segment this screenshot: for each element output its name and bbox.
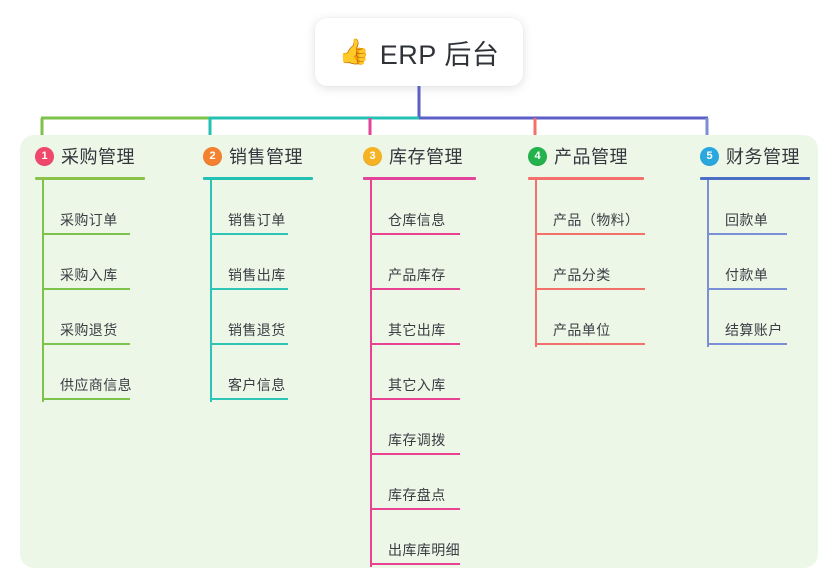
tree-item[interactable]: 产品分类 [535,256,645,290]
tree-item-rule [707,288,787,290]
tree-item[interactable]: 回款单 [707,201,787,235]
root-node-title: ERP 后台 [379,39,500,70]
column-header-3[interactable]: 3 库存管理 [363,143,463,169]
column-title-5: 财务管理 [726,147,800,167]
tree-item[interactable]: 采购入库 [42,256,130,290]
tree-item-label: 销售退货 [228,322,286,338]
tree-item-label: 产品分类 [553,267,611,283]
tree-item-rule [210,233,288,235]
diagram-panel: 1 采购管理采购订单采购入库采购退货供应商信息 2 销售管理销售订单销售出库销售退货客… [20,135,818,568]
tree-item-label: 其它出库 [388,322,446,338]
thumbs-up-icon: 👍 [338,37,370,66]
tree-item-rule [707,233,787,235]
tree-item-rule [370,508,460,510]
tree-item-label: 产品库存 [388,267,446,283]
tree-item-rule [370,233,460,235]
tree-item-rule [42,398,130,400]
column-header-rule-1 [35,177,145,180]
tree-item-rule [707,343,787,345]
column-rail-3 [370,180,372,567]
tree-item[interactable]: 库存调拨 [370,421,460,455]
column-title-4: 产品管理 [554,147,628,167]
tree-item[interactable]: 库存盘点 [370,476,460,510]
tree-item-label: 采购入库 [60,267,118,283]
tree-item-rule [210,343,288,345]
tree-item-rule [210,288,288,290]
column-badge-5: 5 [700,146,719,166]
tree-item-rule [370,288,460,290]
tree-item[interactable]: 产品（物料） [535,201,645,235]
column-header-4[interactable]: 4 产品管理 [528,143,628,169]
root-node-card[interactable]: 👍 ERP 后台 [315,18,523,86]
column-title-3: 库存管理 [389,147,463,167]
tree-item[interactable]: 销售退货 [210,311,288,345]
tree-item-label: 产品（物料） [553,212,640,228]
tree-item-label: 其它入库 [388,377,446,393]
column-rail-2 [210,180,212,402]
tree-item-rule [370,453,460,455]
tree-item[interactable]: 其它出库 [370,311,460,345]
tree-item[interactable]: 销售出库 [210,256,288,290]
tree-item[interactable]: 采购退货 [42,311,130,345]
tree-item-rule [42,233,130,235]
tree-item-rule [370,563,460,565]
tree-item-label: 产品单位 [553,322,611,338]
tree-item[interactable]: 产品单位 [535,311,645,345]
column-badge-1: 1 [35,146,54,166]
tree-item-label: 结算账户 [725,322,783,338]
tree-item-rule [370,343,460,345]
tree-item[interactable]: 其它入库 [370,366,460,400]
tree-item-rule [42,343,130,345]
column-header-rule-5 [700,177,810,180]
tree-item-label: 客户信息 [228,377,286,393]
column-rail-4 [535,180,537,347]
column-title-2: 销售管理 [229,147,303,167]
column-header-rule-4 [528,177,644,180]
tree-item[interactable]: 客户信息 [210,366,288,400]
tree-item-rule [535,343,645,345]
column-badge-4: 4 [528,146,547,166]
tree-item-label: 库存调拨 [388,432,446,448]
tree-item[interactable]: 采购订单 [42,201,130,235]
column-header-rule-2 [203,177,313,180]
tree-item-label: 回款单 [725,212,769,228]
tree-item-rule [370,398,460,400]
tree-item-label: 销售订单 [228,212,286,228]
tree-item-rule [535,233,645,235]
column-badge-3: 3 [363,146,382,166]
column-header-2[interactable]: 2 销售管理 [203,143,303,169]
tree-item[interactable]: 销售订单 [210,201,288,235]
tree-item-label: 出库库明细 [388,542,460,558]
tree-item[interactable]: 付款单 [707,256,787,290]
tree-item-label: 采购订单 [60,212,118,228]
column-badge-2: 2 [203,146,222,166]
column-rail-5 [707,180,709,347]
tree-item[interactable]: 产品库存 [370,256,460,290]
tree-item-rule [210,398,288,400]
tree-item-label: 销售出库 [228,267,286,283]
tree-item-label: 供应商信息 [60,377,132,393]
tree-item-rule [42,288,130,290]
column-rail-1 [42,180,44,402]
tree-item[interactable]: 仓库信息 [370,201,460,235]
tree-item[interactable]: 出库库明细 [370,531,460,565]
tree-item-label: 仓库信息 [388,212,446,228]
column-header-1[interactable]: 1 采购管理 [35,143,135,169]
tree-item-label: 库存盘点 [388,487,446,503]
tree-item-rule [535,288,645,290]
tree-item-label: 采购退货 [60,322,118,338]
column-header-5[interactable]: 5 财务管理 [700,143,800,169]
tree-item-label: 付款单 [725,267,769,283]
column-header-rule-3 [363,177,476,180]
tree-item[interactable]: 供应商信息 [42,366,132,400]
column-title-1: 采购管理 [61,147,135,167]
tree-item[interactable]: 结算账户 [707,311,787,345]
